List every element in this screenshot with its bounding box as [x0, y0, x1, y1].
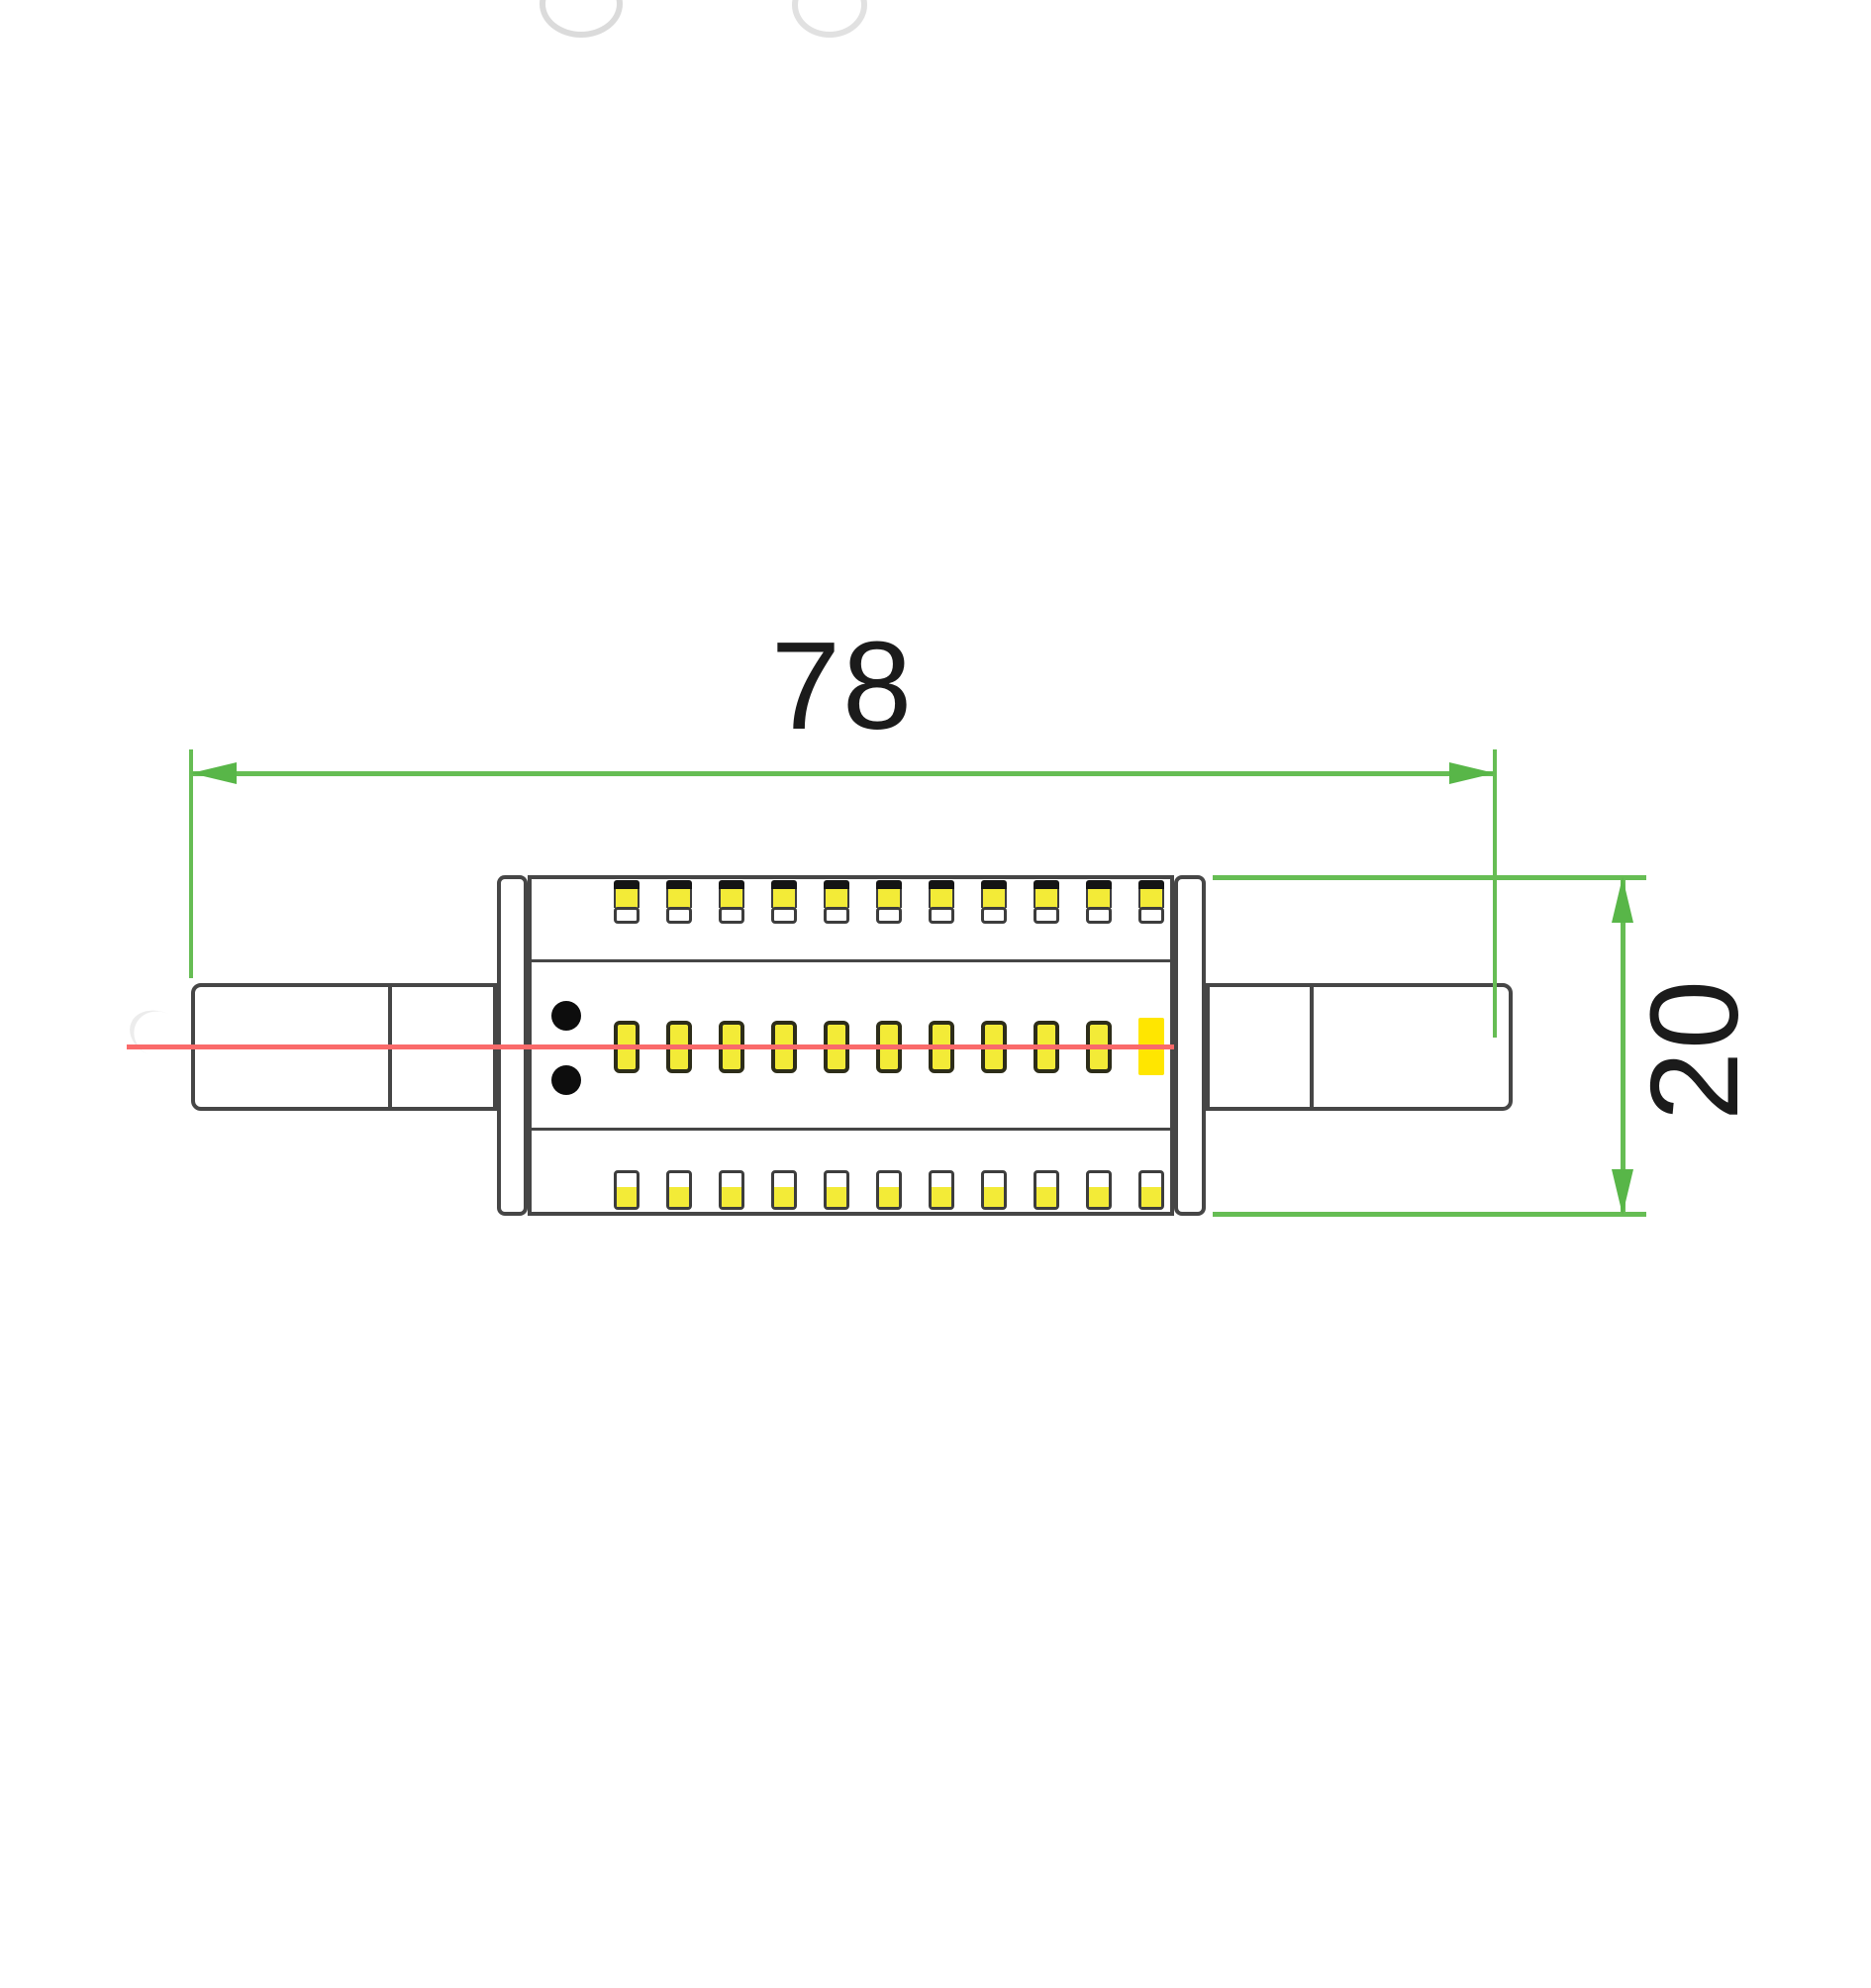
- length-extension-line-left: [189, 749, 193, 978]
- scan-artifact: [540, 0, 623, 38]
- led-chip-top: [666, 880, 692, 924]
- led-chip-top: [1086, 880, 1112, 924]
- scan-artifact: [122, 1001, 196, 1068]
- led-chip-bottom: [876, 1170, 902, 1210]
- led-chip-top: [1034, 880, 1059, 924]
- led-chip-bottom: [981, 1170, 1007, 1210]
- right-pin-divider: [1310, 985, 1314, 1109]
- tube-inner-line-upper: [530, 959, 1172, 962]
- diameter-extension-line-top: [1213, 875, 1646, 880]
- length-dimension-label: 78: [770, 616, 915, 755]
- diameter-dimension-label: 20: [1625, 977, 1764, 1122]
- length-dimension-line: [191, 771, 1495, 776]
- led-chip-bottom: [719, 1170, 744, 1210]
- led-chip-top: [719, 880, 744, 924]
- led-chip-top: [876, 880, 902, 924]
- diameter-arrow-bottom: [1612, 1169, 1633, 1215]
- solder-dot-bottom: [551, 1065, 581, 1095]
- led-chip-bottom: [1138, 1170, 1164, 1210]
- right-pin-sleeve: [1206, 983, 1513, 1111]
- led-chip-bottom: [1034, 1170, 1059, 1210]
- led-chip-top: [824, 880, 849, 924]
- led-chip-bottom: [666, 1170, 692, 1210]
- led-chip-bottom: [614, 1170, 640, 1210]
- centerline: [127, 1044, 1174, 1049]
- solder-dot-top: [551, 1001, 581, 1031]
- right-end-cap: [1174, 875, 1206, 1216]
- led-chip-top: [614, 880, 640, 924]
- led-chip-top: [981, 880, 1007, 924]
- diameter-extension-line-bottom: [1213, 1212, 1646, 1217]
- led-chip-bottom: [824, 1170, 849, 1210]
- tube-inner-line-lower: [530, 1128, 1172, 1131]
- led-chip-top: [771, 880, 797, 924]
- length-extension-line-right: [1493, 749, 1497, 1038]
- led-chip-top: [1138, 880, 1164, 924]
- led-chip-bottom: [929, 1170, 954, 1210]
- led-chip-bottom: [1086, 1170, 1112, 1210]
- length-arrow-right: [1449, 762, 1495, 784]
- diameter-dimension-line: [1621, 877, 1625, 1215]
- length-arrow-left: [191, 762, 237, 784]
- led-chip-top: [929, 880, 954, 924]
- diameter-arrow-top: [1612, 877, 1633, 923]
- led-chip-bottom: [771, 1170, 797, 1210]
- scan-artifact: [792, 0, 867, 38]
